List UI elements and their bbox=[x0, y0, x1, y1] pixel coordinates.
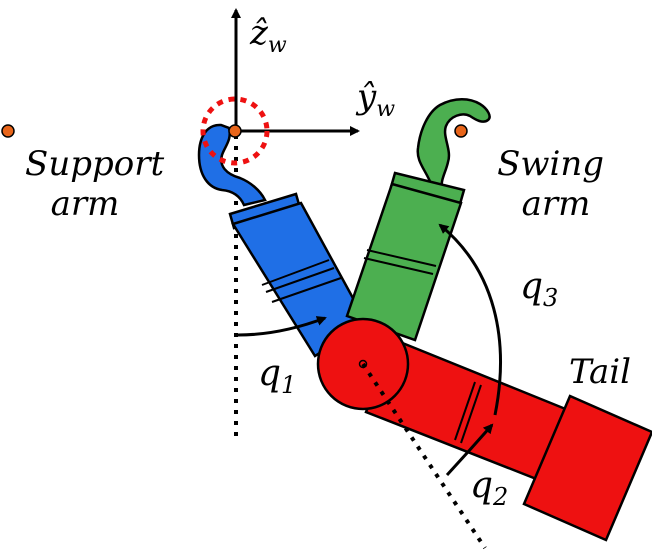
swing-arm-band bbox=[366, 249, 437, 267]
tail-band bbox=[454, 381, 476, 441]
tilted-reference-line bbox=[361, 362, 487, 550]
q3-arrow bbox=[438, 223, 502, 416]
q3-label: q3 bbox=[520, 266, 558, 312]
swing-arm-hook bbox=[416, 98, 491, 193]
y-axis-label: ŷw bbox=[355, 77, 395, 122]
q1-arrow bbox=[237, 316, 327, 337]
support-arm bbox=[197, 123, 368, 358]
swing-arm-body bbox=[345, 182, 463, 342]
q2-arrow bbox=[445, 423, 494, 477]
swing-pivot-dot bbox=[454, 124, 468, 138]
tail-weight bbox=[522, 394, 652, 542]
swing-arm-label: Swing arm bbox=[497, 144, 615, 224]
support-arm-hook bbox=[197, 123, 267, 207]
support-arm-label: Support arm bbox=[25, 144, 175, 224]
support-arm-band bbox=[261, 259, 330, 286]
q1-label: q1 bbox=[258, 353, 296, 399]
tail bbox=[364, 338, 652, 542]
support-arm-band bbox=[265, 267, 335, 293]
swing-arm-band bbox=[363, 257, 434, 275]
q2-label: q2 bbox=[470, 465, 508, 511]
tail-label: Tail bbox=[569, 352, 631, 392]
z-axis-label: ẑw bbox=[249, 13, 287, 58]
tail-band bbox=[460, 384, 482, 444]
swing-arm bbox=[345, 98, 491, 342]
support-pivot-dot bbox=[228, 124, 242, 138]
support-arm-band bbox=[271, 277, 342, 303]
support-reference-dot bbox=[1, 124, 15, 138]
grip-indicator-circle bbox=[200, 96, 270, 166]
